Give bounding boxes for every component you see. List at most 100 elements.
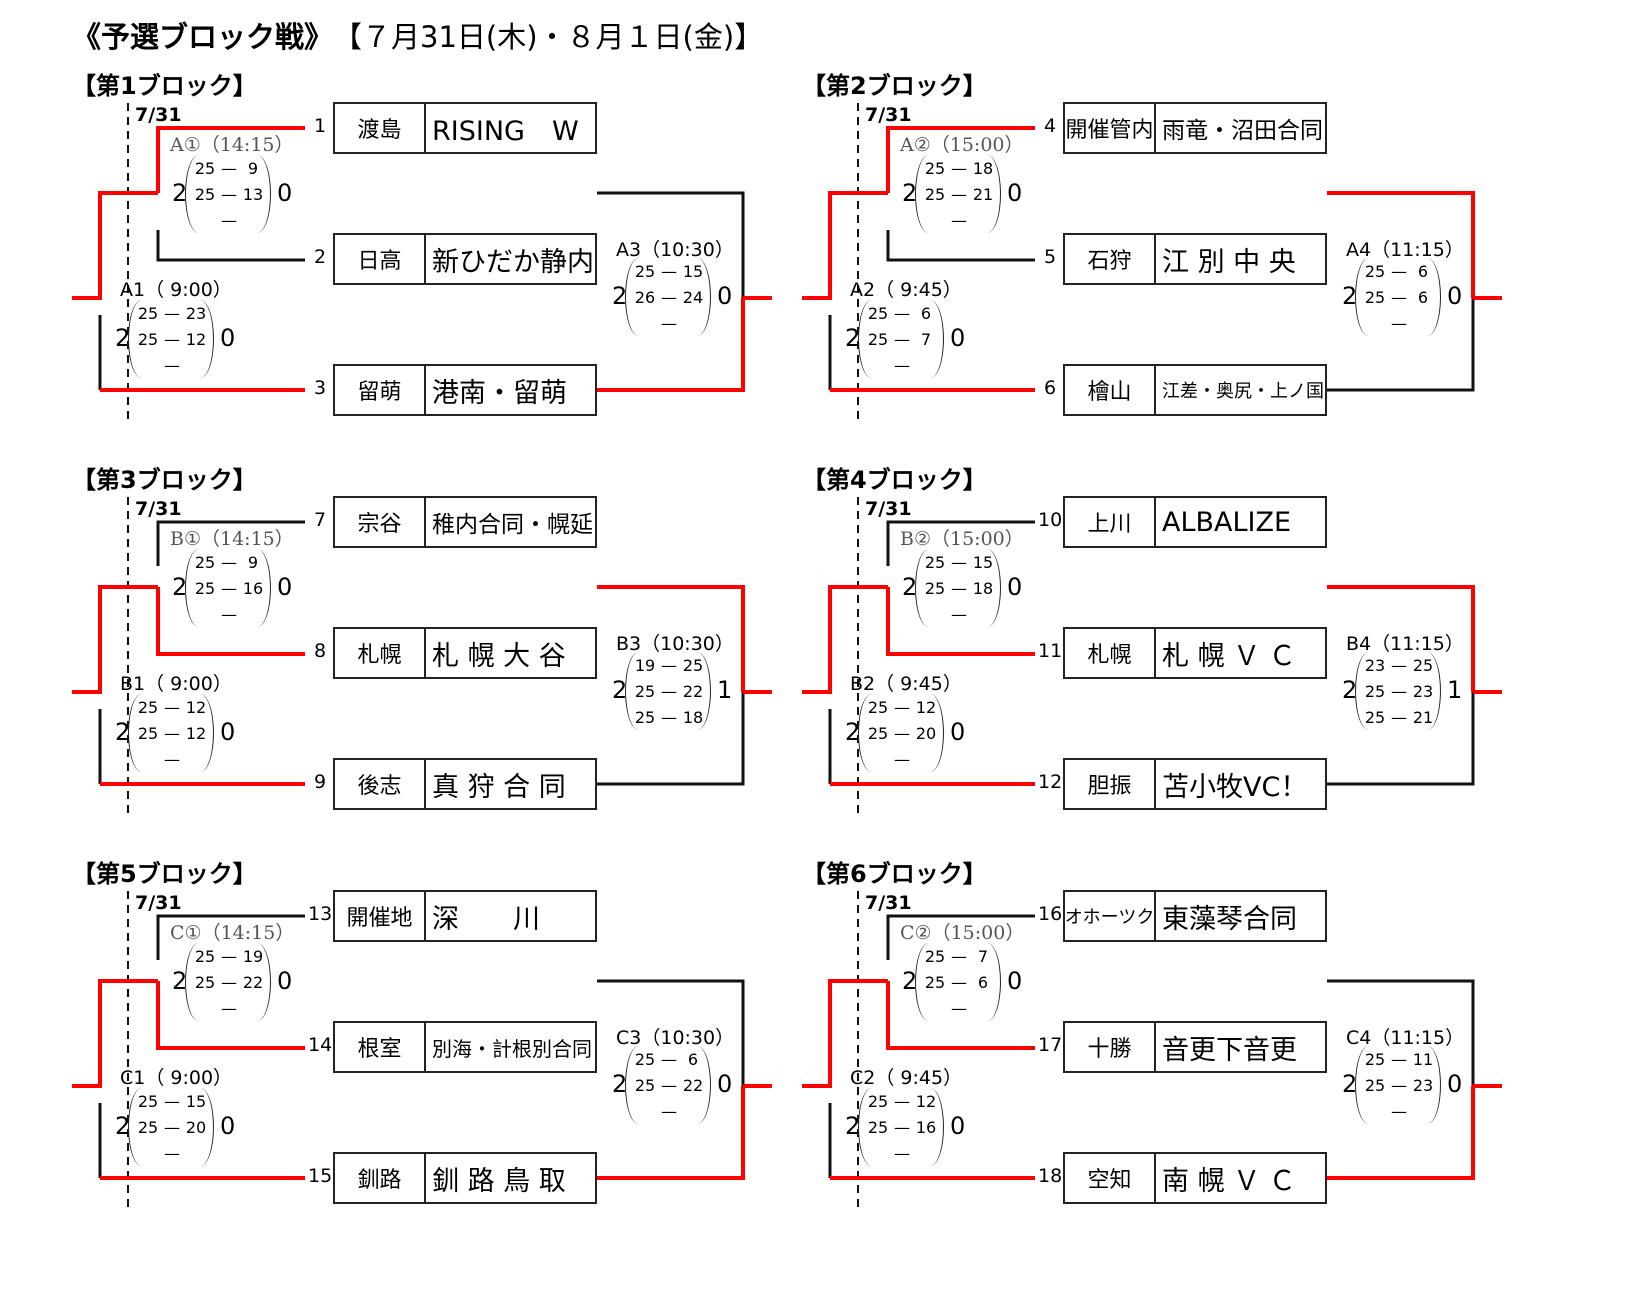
match-sets-won-right: 0: [717, 282, 733, 310]
first-round-winner-line: [802, 585, 888, 694]
set-dash: —: [221, 578, 237, 598]
set-dash: —: [894, 303, 910, 323]
set-score: 25—18: [626, 704, 710, 730]
team-name: 深 川: [432, 903, 540, 935]
set-score-right: 23: [1412, 1075, 1434, 1095]
set-dash: —: [164, 1091, 180, 1111]
match-label: C①（14:15）: [170, 922, 295, 944]
team1-line: [886, 914, 1035, 960]
set-score-right: 16: [915, 1117, 937, 1137]
seed-number: 13: [308, 903, 333, 925]
set-score-right: 21: [1412, 707, 1434, 727]
match-sets-won-left: 2: [172, 967, 188, 995]
match-sets-won-right: 0: [220, 1112, 236, 1140]
team-region: オホーツク: [1065, 892, 1156, 940]
bracket-lines: [802, 891, 1502, 1208]
set-score-right: 25: [1412, 655, 1434, 675]
set-score-left: 25: [1364, 1049, 1386, 1069]
set-score: 25—9: [186, 549, 270, 575]
match-sets-won-left: 2: [115, 324, 131, 352]
set-score: —: [1356, 1098, 1440, 1124]
team-name: 港南・留萌: [432, 377, 567, 409]
set-score-left: 25: [634, 261, 656, 281]
team-region: 渡島: [335, 104, 426, 152]
match-sets-won-right: 0: [1007, 179, 1023, 207]
set-dash: —: [894, 355, 910, 375]
set-score-left: 25: [1364, 261, 1386, 281]
set-dash: —: [661, 261, 677, 281]
first-round-winner-line: [802, 979, 888, 1088]
set-score-left: 19: [634, 655, 656, 675]
match-sets-won-right: 1: [717, 676, 733, 704]
match-label: B4（11:15）: [1346, 633, 1464, 655]
set-dash: —: [221, 210, 237, 230]
team-name: RISING W: [432, 115, 579, 147]
set-score-left: 25: [924, 158, 946, 178]
final-bottom-line: [1327, 692, 1475, 786]
team-box: 宗谷稚内合同・幌延: [333, 496, 597, 548]
set-score: —: [186, 995, 270, 1021]
first-round-winner-line: [72, 585, 158, 694]
page-title: 《予選ブロック戦》 【７月31日(木)・８月１日(金)】: [72, 14, 763, 56]
team-box: 根室別海・計根別合同: [333, 1021, 597, 1073]
set-score: 25—13: [186, 181, 270, 207]
team-name: 真 狩 合 同: [432, 771, 566, 803]
first-round-winner-line: [72, 979, 158, 1088]
team-region: 檜山: [1065, 366, 1156, 414]
match-sets-won-left: 2: [612, 676, 628, 704]
match-label: B②（15:00）: [900, 528, 1024, 550]
team-region: 留萌: [335, 366, 426, 414]
match-label: B2（ 9:45）: [850, 673, 962, 695]
set-score-right: 12: [185, 723, 207, 743]
set-dash: —: [894, 723, 910, 743]
team-name: 釧 路 鳥 取: [432, 1165, 566, 1197]
match-sets-won-left: 2: [612, 1070, 628, 1098]
seed-number: 4: [1043, 115, 1057, 137]
final-top-line: [597, 585, 745, 692]
team-name: 東藻琴合同: [1162, 903, 1297, 935]
set-score: —: [626, 1098, 710, 1124]
match-sets-won-right: 0: [1007, 573, 1023, 601]
team-name: 札 幌 大 谷: [432, 640, 566, 672]
match-label: C1（ 9:00）: [120, 1067, 233, 1089]
set-score-right: 9: [247, 158, 259, 178]
set-score-right: 18: [682, 707, 704, 727]
match-label: C3（10:30）: [616, 1027, 735, 1049]
team-name: 音更下音更: [1162, 1034, 1297, 1066]
set-score-right: 25: [682, 655, 704, 675]
block-date: 7/31: [135, 892, 182, 914]
set-score-right: 22: [682, 1075, 704, 1095]
bracket-lines: [802, 103, 1502, 420]
set-score: 25—9: [186, 155, 270, 181]
team-region: 釧路: [335, 1154, 426, 1202]
set-dash: —: [164, 1143, 180, 1163]
match-sets-won-left: 2: [1342, 1070, 1358, 1098]
set-score-right: 6: [1417, 287, 1429, 307]
match-sets-won-left: 2: [172, 573, 188, 601]
set-score-left: 25: [137, 1091, 159, 1111]
set-score: 25—20: [859, 720, 943, 746]
team-box: 日高新ひだか静内: [333, 233, 597, 285]
set-score-right: 9: [247, 552, 259, 572]
team1-line: [156, 520, 305, 566]
team-box: 留萌港南・留萌: [333, 364, 597, 416]
set-score-left: 25: [137, 303, 159, 323]
set-score: —: [626, 310, 710, 336]
set-score-right: 12: [915, 697, 937, 717]
set-score: 25—6: [916, 969, 1000, 995]
set-score-left: 25: [924, 552, 946, 572]
team2-line: [886, 230, 1035, 262]
set-score: 25—12: [129, 694, 213, 720]
match-sets-won-left: 2: [902, 573, 918, 601]
set-dash: —: [1391, 681, 1407, 701]
match-sets-won-left: 2: [612, 282, 628, 310]
set-dash: —: [894, 1091, 910, 1111]
team-name: 南 幌 Ｖ Ｃ: [1162, 1165, 1296, 1197]
